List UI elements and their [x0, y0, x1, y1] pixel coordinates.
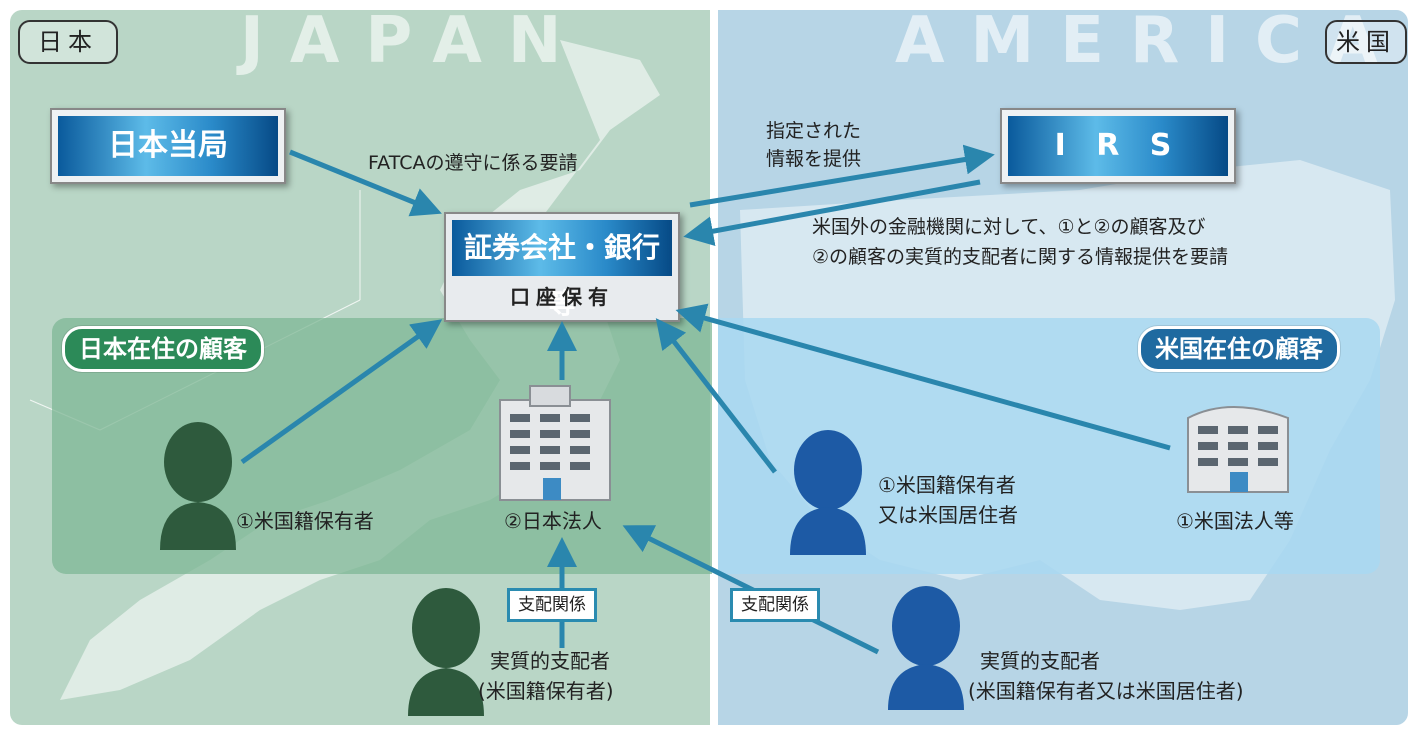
us-controller-line2: (米国籍保有者又は米国居住者)	[968, 679, 1244, 703]
japan-authority-box: 日本当局	[50, 108, 286, 184]
irs-label: I R S	[1008, 116, 1228, 176]
arrow-irs-to-institution	[683, 179, 981, 247]
us-control-relation-box: 支配関係	[730, 588, 820, 622]
arrow-jp-person-to-institution	[240, 319, 443, 465]
us-controller-line1: 実質的支配者	[980, 649, 1100, 673]
america-tag: 米国	[1325, 20, 1407, 64]
us-person-label-line2: 又は米国居住者	[878, 503, 1018, 527]
america-watermark: AMERICA	[895, 4, 1404, 78]
jp-controller-line2: (米国籍保有者)	[478, 679, 614, 703]
jp-controller-line1: 実質的支配者	[490, 649, 610, 673]
arrow-japan-to-institution	[289, 149, 442, 217]
japan-tag: 日本	[18, 20, 118, 64]
us-corporation-building-icon	[1187, 406, 1289, 493]
us-controller-person-icon	[888, 586, 964, 710]
fatca-request-label: FATCAの遵守に係る要請	[368, 152, 578, 174]
japan-authority-label: 日本当局	[58, 116, 278, 176]
irs-request-line2: ②の顧客の実質的支配者に関する情報提供を要請	[812, 246, 1229, 268]
japan-map-shape	[60, 40, 660, 700]
us-corporation-label: ①米国法人等	[1176, 509, 1294, 533]
japan-watermark: JAPAN	[240, 4, 588, 78]
jp-controller-person-icon	[408, 588, 484, 716]
jp-us-citizen-label: ①米国籍保有者	[236, 509, 374, 533]
provide-info-line2: 情報を提供	[766, 148, 862, 170]
us-person-icon	[790, 430, 866, 555]
japan-resident-label: 日本在住の顧客	[62, 326, 264, 372]
irs-box: I R S	[1000, 108, 1236, 184]
america-resident-label: 米国在住の顧客	[1138, 326, 1340, 372]
jp-corporation-label: ②日本法人	[504, 509, 602, 533]
irs-request-line1: 米国外の金融機関に対して、①と②の顧客及び	[812, 216, 1206, 238]
jp-us-citizen-person-icon	[160, 422, 236, 550]
provide-info-line1: 指定された	[766, 120, 862, 142]
institution-name: 証券会社・銀行等	[452, 220, 672, 320]
institution-sub: 口座保有	[510, 285, 614, 309]
arrow-us-corp-to-institution	[675, 303, 1171, 451]
arrow-us-person-to-institution	[655, 318, 777, 474]
arrow-institution-to-irs	[689, 144, 995, 208]
jp-corporation-building-icon	[499, 385, 611, 501]
us-person-label-line1: ①米国籍保有者	[878, 473, 1016, 497]
jp-control-relation-box: 支配関係	[507, 588, 597, 622]
